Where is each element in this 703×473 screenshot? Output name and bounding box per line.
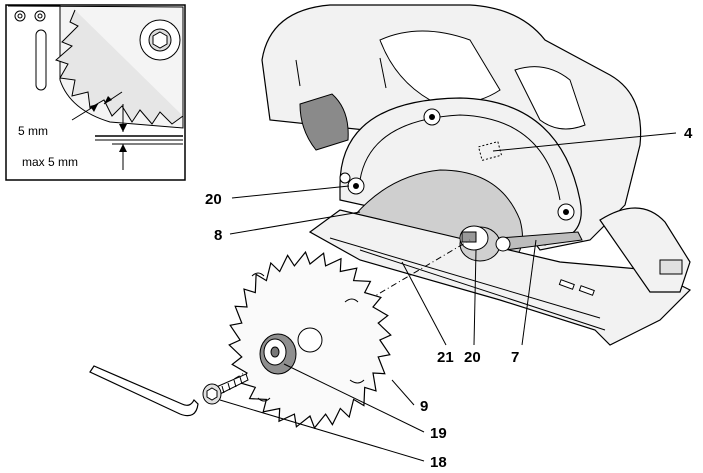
inset-detail-box: 5 mm max 5 mm — [5, 4, 186, 181]
callout-20-bottom: 20 — [464, 349, 481, 366]
cut-depth-label: 5 mm — [18, 124, 48, 138]
callout-19: 19 — [430, 425, 447, 442]
hex-key-wrench — [495, 231, 583, 252]
callout-leaders — [219, 132, 677, 462]
callout-4: 4 — [684, 125, 693, 142]
blade-bolt — [202, 373, 249, 405]
callout-21: 21 — [437, 349, 454, 366]
callout-18: 18 — [430, 454, 447, 471]
assembly-axis-line — [211, 239, 471, 393]
callout-9: 9 — [420, 398, 428, 415]
max-depth-label: max 5 mm — [22, 155, 78, 169]
callout-20-left: 20 — [205, 191, 222, 208]
outer-flange — [259, 333, 297, 375]
arbor-flange — [459, 225, 501, 262]
circular-saw-body — [261, 4, 692, 346]
saw-blade — [228, 250, 392, 430]
allen-key — [89, 365, 199, 417]
callout-7: 7 — [511, 349, 519, 366]
callout-8: 8 — [214, 227, 222, 244]
